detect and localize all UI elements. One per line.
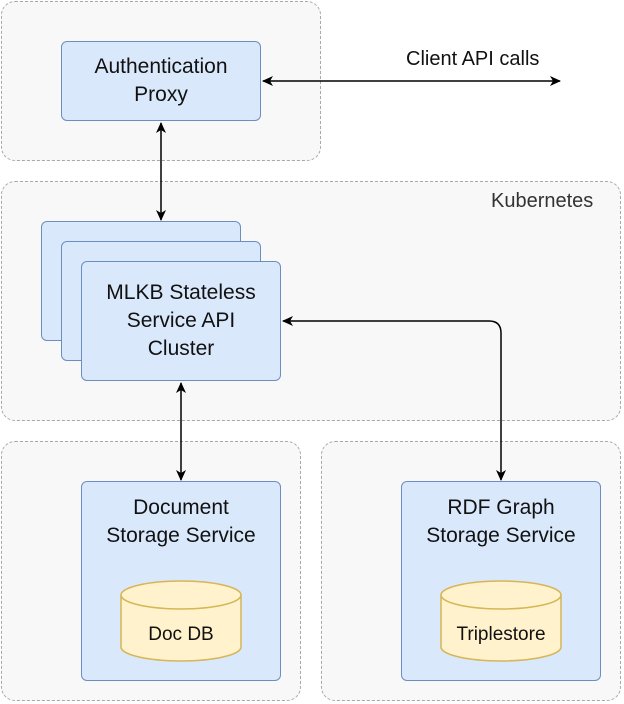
doc-db-label: Doc DB (148, 624, 213, 645)
doc-db-cylinder: Doc DB (120, 580, 242, 662)
triplestore-label: Triplestore (456, 624, 545, 645)
mlkb-service-box: MLKB Stateless Service API Cluster (81, 261, 281, 381)
triplestore-cylinder: Triplestore (440, 580, 562, 662)
client-api-calls-label: Client API calls (406, 48, 540, 70)
authentication-proxy-box: Authentication Proxy (61, 41, 261, 121)
kubernetes-label: Kubernetes (491, 190, 594, 212)
mlkb-to-rdf-storage-arrow (282, 316, 506, 481)
